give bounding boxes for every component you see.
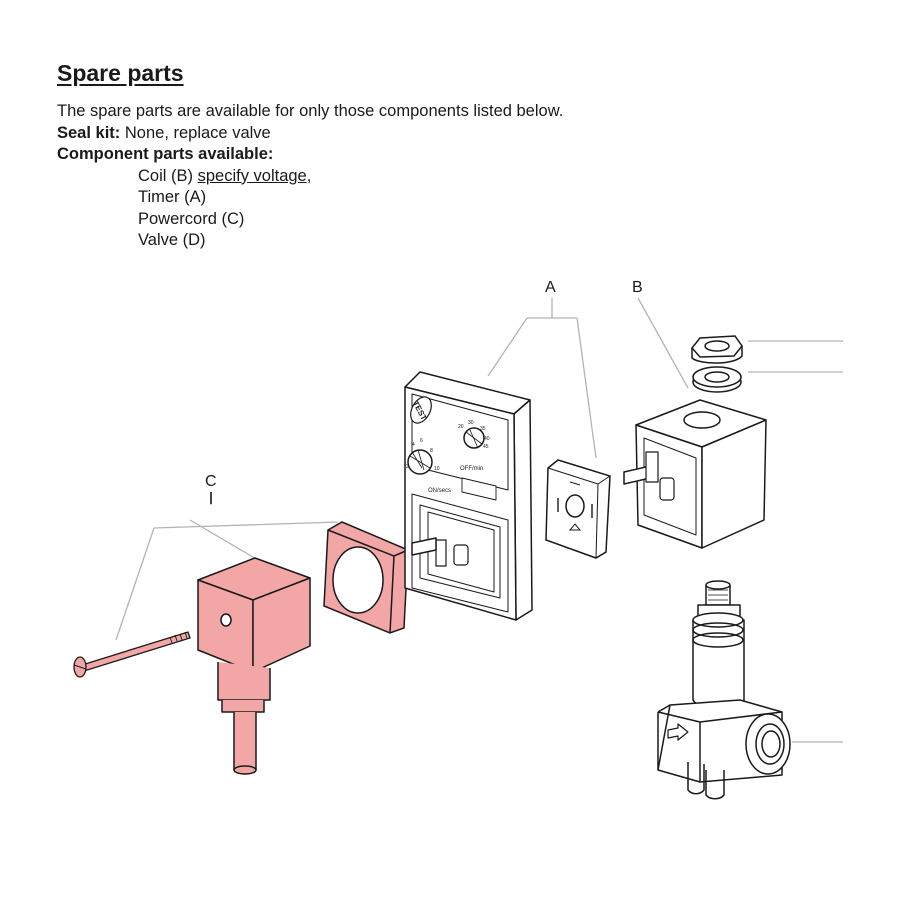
seal-kit-label: Seal kit: (57, 123, 121, 142)
component-item-valve: Valve (D) (138, 231, 206, 249)
washer-part (692, 366, 742, 393)
svg-text:35: 35 (480, 426, 486, 432)
valve-part (657, 580, 791, 800)
page-title: Spare parts (57, 60, 184, 86)
screw-part (73, 631, 191, 678)
component-item-powercord: Powercord (C) (138, 209, 245, 228)
component-item-coil: Coil (B) specify voltage, (138, 166, 312, 185)
svg-text:2: 2 (406, 464, 409, 470)
coil-part (623, 399, 767, 549)
seal-kit-value: None, replace valve (124, 123, 271, 142)
timer-part (404, 371, 533, 621)
svg-text:40: 40 (484, 436, 490, 442)
svg-text:4: 4 (412, 442, 415, 448)
component-parts-label: Component parts available: (57, 145, 274, 163)
callout-c: C (205, 473, 217, 490)
powercord-connector (197, 557, 311, 775)
svg-text:10: 10 (434, 466, 440, 472)
specify-voltage-note: specify voltage (197, 166, 307, 185)
timer-off-label: OFF/min (460, 466, 483, 472)
callout-b: B (632, 279, 643, 296)
component-item-timer: Timer (A) (138, 188, 207, 206)
callout-a: A (545, 279, 556, 296)
svg-text:30: 30 (468, 420, 474, 426)
svg-text:45: 45 (483, 444, 489, 450)
svg-text:6: 6 (420, 438, 423, 444)
intro-text: The spare parts are available for only t… (57, 102, 564, 120)
seal-kit-line: Seal kit: None, replace valve (57, 123, 563, 145)
gasket-part (323, 521, 409, 634)
timer-on-label: ON/secs (428, 488, 451, 494)
svg-text:20: 20 (458, 424, 464, 430)
svg-text:8: 8 (430, 448, 433, 454)
spare-parts-text: The spare parts are available for only t… (57, 101, 563, 252)
nut-part (691, 335, 743, 364)
timer-seal-plate (545, 459, 611, 559)
